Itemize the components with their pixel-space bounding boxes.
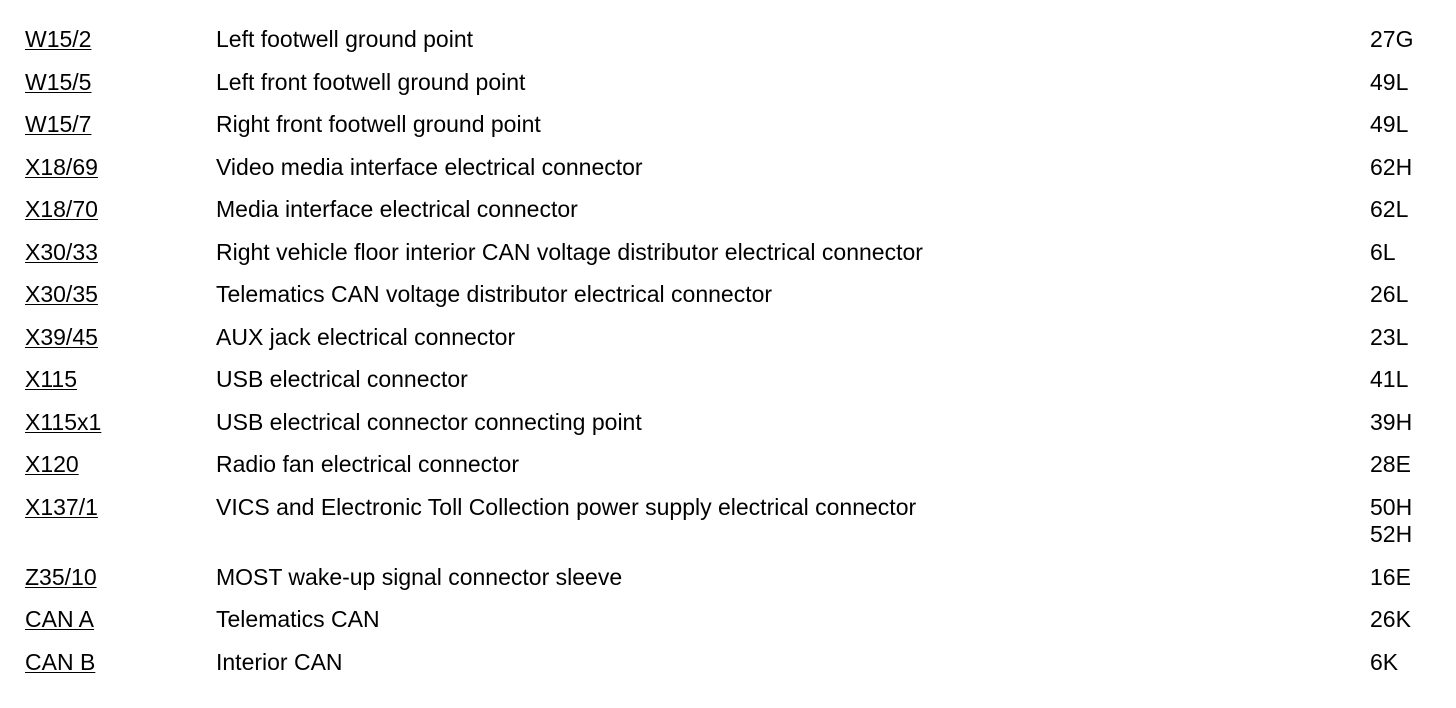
component-code-link[interactable]: X30/35 <box>25 281 98 307</box>
component-description: Telematics CAN voltage distributor elect… <box>216 281 773 307</box>
grid-coordinate: 16E <box>1370 563 1411 590</box>
legend-row: CAN B Interior CAN 6K <box>0 649 1456 692</box>
component-description: USB electrical connector <box>216 366 468 392</box>
component-code-link[interactable]: X39/45 <box>25 323 98 350</box>
grid-coordinates: 62L <box>1370 196 1408 223</box>
grid-coordinates: 49L <box>1370 69 1408 96</box>
component-code-link[interactable]: X18/70 <box>25 196 98 222</box>
grid-coordinates: 41L <box>1370 366 1408 393</box>
component-description: AUX jack electrical connector <box>216 323 516 350</box>
legend-row: X39/45 AUX jack electrical connector 23L <box>0 324 1456 367</box>
component-code-link[interactable]: CAN A <box>25 606 95 632</box>
legend-row: X137/1 VICS and Electronic Toll Collecti… <box>0 494 1456 564</box>
component-code-link[interactable]: CAN B <box>25 648 96 675</box>
legend-row: X120 Radio fan electrical connector 28E <box>0 451 1456 494</box>
grid-coordinates: 26L <box>1370 281 1408 308</box>
legend-row: X30/33 Right vehicle floor interior CAN … <box>0 239 1456 282</box>
component-code-link[interactable]: W15/5 <box>25 68 92 95</box>
grid-coordinates: 27G <box>1370 26 1413 53</box>
grid-coordinates: 62H <box>1370 154 1412 181</box>
legend-row: X115x1 USB electrical connector connecti… <box>0 409 1456 452</box>
grid-coordinate: 49L <box>1370 111 1409 137</box>
legend-row: X18/69 Video media interface electrical … <box>0 154 1456 197</box>
grid-coordinate: 26K <box>1370 606 1411 632</box>
component-description: Right front footwell ground point <box>216 111 541 137</box>
grid-coordinate: 41L <box>1370 366 1409 392</box>
component-code-link[interactable]: X137/1 <box>25 493 98 520</box>
grid-coordinate: 39H <box>1370 408 1413 435</box>
grid-coordinate: 62L <box>1370 196 1409 222</box>
component-description: Video media interface electrical connect… <box>216 153 643 180</box>
component-description: Telematics CAN <box>216 606 380 632</box>
component-code-link[interactable]: W15/2 <box>25 26 92 52</box>
grid-coordinates: 6L <box>1370 239 1396 266</box>
legend-row: X18/70 Media interface electrical connec… <box>0 196 1456 239</box>
component-code-link[interactable]: Z35/10 <box>25 563 97 590</box>
component-code-link[interactable]: X120 <box>25 451 79 477</box>
component-description: Right vehicle floor interior CAN voltage… <box>216 238 923 265</box>
component-description: VICS and Electronic Toll Collection powe… <box>216 493 917 520</box>
grid-coordinate: 52H <box>1370 520 1413 547</box>
grid-coordinate: 6K <box>1370 648 1399 675</box>
grid-coordinates: 6K <box>1370 649 1398 676</box>
grid-coordinate: 27G <box>1370 26 1414 52</box>
legend-row: W15/7 Right front footwell ground point … <box>0 111 1456 154</box>
legend-row: CAN A Telematics CAN 26K <box>0 606 1456 649</box>
grid-coordinate: 50H <box>1370 493 1413 520</box>
grid-coordinate: 23L <box>1370 323 1409 350</box>
grid-coordinate: 6L <box>1370 238 1396 265</box>
component-code-link[interactable]: X115 <box>25 366 78 392</box>
legend-row: W15/2 Left footwell ground point 27G <box>0 26 1456 69</box>
component-code-link[interactable]: X115x1 <box>25 408 102 435</box>
legend-row: Z35/10 MOST wake-up signal connector sle… <box>0 564 1456 607</box>
component-description: Radio fan electrical connector <box>216 451 519 477</box>
component-description: Left footwell ground point <box>216 26 474 52</box>
grid-coordinates: 26K <box>1370 606 1411 633</box>
component-code-link[interactable]: X18/69 <box>25 153 98 180</box>
component-description: USB electrical connector connecting poin… <box>216 408 642 435</box>
grid-coordinates: 39H <box>1370 409 1412 436</box>
component-description: Media interface electrical connector <box>216 196 578 222</box>
grid-coordinates: 28E <box>1370 451 1411 478</box>
legend-row: X30/35 Telematics CAN voltage distributo… <box>0 281 1456 324</box>
legend-row: W15/5 Left front footwell ground point 4… <box>0 69 1456 112</box>
grid-coordinates: 50H 52H <box>1370 494 1412 548</box>
grid-coordinates: 23L <box>1370 324 1408 351</box>
grid-coordinate: 26L <box>1370 281 1409 307</box>
grid-coordinate: 62H <box>1370 153 1413 180</box>
component-description: Left front footwell ground point <box>216 68 526 95</box>
component-code-link[interactable]: X30/33 <box>25 238 98 265</box>
legend-row: X115 USB electrical connector 41L <box>0 366 1456 409</box>
grid-coordinate: 28E <box>1370 451 1411 477</box>
grid-coordinates: 16E <box>1370 564 1411 591</box>
component-description: Interior CAN <box>216 648 343 675</box>
component-description: MOST wake-up signal connector sleeve <box>216 563 623 590</box>
component-legend-table: W15/2 Left footwell ground point 27G W15… <box>0 26 1456 691</box>
component-code-link[interactable]: W15/7 <box>25 111 92 137</box>
grid-coordinate: 49L <box>1370 68 1409 95</box>
grid-coordinates: 49L <box>1370 111 1408 138</box>
